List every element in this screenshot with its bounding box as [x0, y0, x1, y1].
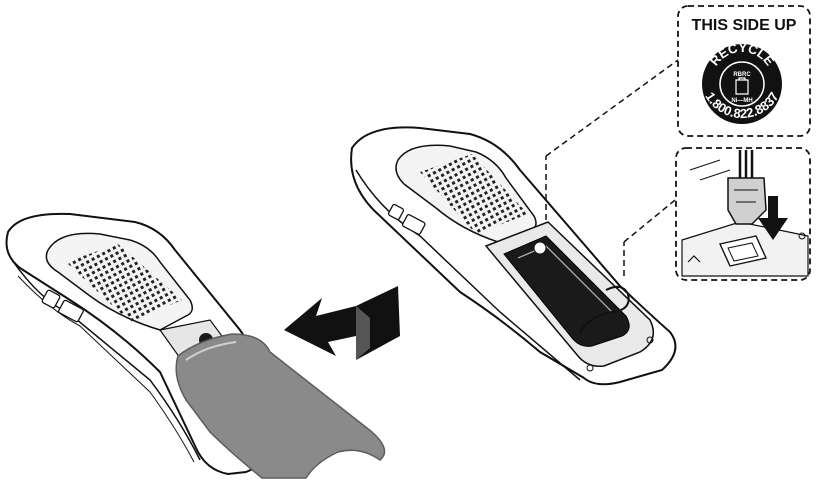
insert-arrow-icon: [284, 286, 400, 360]
callout-connector-detail: [676, 148, 810, 280]
seal-chem-text: Ni—MH: [731, 98, 752, 104]
right-handset: [351, 127, 675, 384]
callout-this-side-up: THIS SIDE UP RECYCLE 1.800.822.8837 RBRC…: [678, 6, 810, 136]
callout-title: THIS SIDE UP: [692, 17, 797, 34]
seal-org-text: RBRC: [733, 72, 751, 78]
battery-label-icon: [534, 242, 546, 254]
